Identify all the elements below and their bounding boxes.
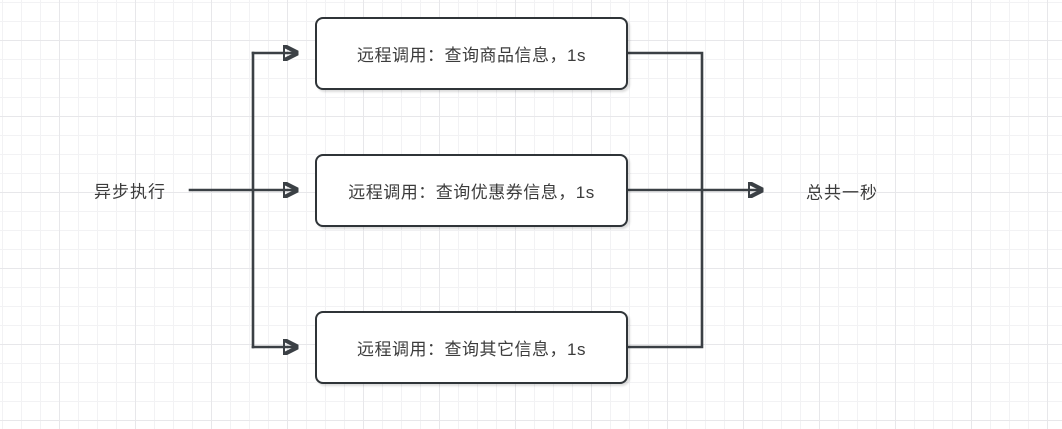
process-box-coupon-info: 远程调用：查询优惠券信息，1s — [315, 154, 628, 227]
end-label: 总共一秒 — [806, 183, 878, 203]
process-box-label: 远程调用：查询其它信息，1s — [357, 340, 586, 359]
process-box-label: 远程调用：查询优惠券信息，1s — [348, 183, 595, 202]
start-label: 异步执行 — [94, 182, 166, 202]
process-box-label: 远程调用：查询商品信息，1s — [357, 46, 586, 65]
process-box-other-info: 远程调用：查询其它信息，1s — [315, 311, 628, 384]
merge-line — [626, 51, 704, 349]
process-box-product-info: 远程调用：查询商品信息，1s — [315, 17, 628, 90]
